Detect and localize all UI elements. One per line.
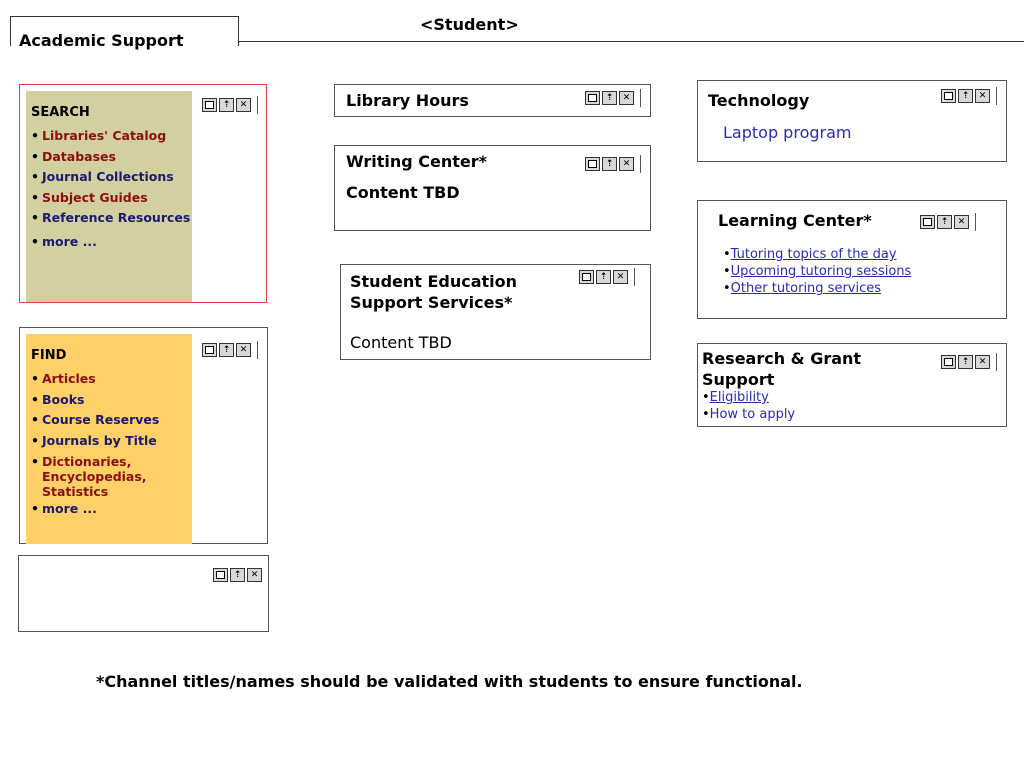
close-icon[interactable]: ✕: [975, 355, 990, 369]
minimize-icon[interactable]: [202, 98, 217, 112]
toolbar-separator: [257, 341, 258, 359]
toolbar-separator: [996, 353, 997, 371]
library-hours-title: Library Hours: [346, 91, 469, 110]
minimize-icon[interactable]: [941, 89, 956, 103]
find-list: FIND Articles Books Course Reserves Jour…: [28, 336, 193, 520]
find-dictionaries-link[interactable]: Dictionaries, Encyclopedias, Statistics: [31, 451, 193, 499]
writing-center-window-controls: ⇡ ✕: [585, 155, 641, 173]
minimize-icon[interactable]: [941, 355, 956, 369]
how-to-apply-link[interactable]: How to apply: [709, 407, 796, 422]
research-title: Research & Grant Support: [702, 349, 862, 389]
restore-icon[interactable]: ⇡: [602, 157, 617, 171]
toolbar-separator: [640, 155, 641, 173]
restore-icon[interactable]: ⇡: [219, 343, 234, 357]
role-label: <Student>: [420, 15, 519, 34]
minimize-icon[interactable]: [920, 215, 935, 229]
restore-icon[interactable]: ⇡: [219, 98, 234, 112]
sess-channel: Student Education Support Services* Cont…: [340, 264, 651, 360]
tab-divider: [239, 41, 1024, 42]
upcoming-sessions-link[interactable]: Upcoming tutoring sessions: [730, 264, 912, 279]
close-icon[interactable]: ✕: [613, 270, 628, 284]
close-icon[interactable]: ✕: [236, 343, 251, 357]
close-icon[interactable]: ✕: [619, 91, 634, 105]
empty-channel: ⇡ ✕: [18, 555, 269, 632]
writing-center-title: Writing Center*: [346, 152, 488, 171]
find-books-link[interactable]: Books: [31, 390, 193, 411]
toolbar-separator: [268, 566, 269, 584]
technology-channel: Technology Laptop program ⇡ ✕: [697, 80, 1007, 162]
search-subject-guides-link[interactable]: Subject Guides: [31, 188, 193, 209]
restore-icon[interactable]: ⇡: [602, 91, 617, 105]
list-item: Tutoring topics of the day: [723, 246, 911, 263]
toolbar-separator: [634, 268, 635, 286]
list-item: Eligibility: [702, 389, 795, 406]
find-heading: FIND: [31, 348, 67, 363]
toolbar-separator: [640, 89, 641, 107]
close-icon[interactable]: ✕: [619, 157, 634, 171]
toolbar-separator: [996, 87, 997, 105]
restore-icon[interactable]: ⇡: [937, 215, 952, 229]
close-icon[interactable]: ✕: [247, 568, 262, 582]
research-channel: Research & Grant Support Eligibility How…: [697, 343, 1007, 427]
learning-center-title: Learning Center*: [718, 211, 872, 230]
restore-icon[interactable]: ⇡: [958, 89, 973, 103]
find-more-link[interactable]: more ...: [31, 499, 193, 520]
toolbar-separator: [257, 96, 258, 114]
sess-title: Student Education Support Services*: [350, 272, 518, 312]
laptop-program-link[interactable]: Laptop program: [723, 123, 852, 142]
learning-center-channel: Learning Center* Tutoring topics of the …: [697, 200, 1007, 319]
restore-icon[interactable]: ⇡: [958, 355, 973, 369]
list-item: How to apply: [702, 406, 795, 423]
search-reference-resources-link[interactable]: Reference Resources: [31, 208, 193, 229]
sess-content: Content TBD: [350, 333, 452, 352]
technology-title: Technology: [708, 91, 810, 110]
minimize-icon[interactable]: [202, 343, 217, 357]
other-services-link[interactable]: Other tutoring services: [730, 281, 882, 296]
find-articles-link[interactable]: Articles: [31, 369, 193, 390]
sess-window-controls: ⇡ ✕: [579, 268, 635, 286]
learning-center-list: Tutoring topics of the day Upcoming tuto…: [723, 246, 912, 297]
list-item: Other tutoring services: [723, 280, 911, 297]
search-heading: SEARCH: [31, 105, 90, 120]
library-hours-window-controls: ⇡ ✕: [585, 89, 641, 107]
research-window-controls: ⇡ ✕: [941, 353, 997, 371]
search-more-link[interactable]: more ...: [31, 232, 193, 253]
empty-window-controls: ⇡ ✕: [213, 566, 269, 584]
search-window-controls: ⇡ ✕: [202, 96, 258, 114]
tab-academic-support[interactable]: Academic Support: [10, 16, 239, 50]
search-journal-collections-link[interactable]: Journal Collections: [31, 167, 193, 188]
writing-center-channel: Writing Center* Content TBD ⇡ ✕: [334, 145, 651, 231]
minimize-icon[interactable]: [585, 157, 600, 171]
search-channel: SEARCH Libraries' Catalog Databases Jour…: [19, 84, 267, 303]
footnote: *Channel titles/names should be validate…: [96, 672, 803, 691]
technology-window-controls: ⇡ ✕: [941, 87, 997, 105]
find-course-reserves-link[interactable]: Course Reserves: [31, 410, 193, 431]
search-libraries-catalog-link[interactable]: Libraries' Catalog: [31, 126, 193, 147]
list-item: Upcoming tutoring sessions: [723, 263, 912, 280]
search-databases-link[interactable]: Databases: [31, 147, 193, 168]
search-list: SEARCH Libraries' Catalog Databases Jour…: [28, 93, 193, 252]
minimize-icon[interactable]: [213, 568, 228, 582]
restore-icon[interactable]: ⇡: [596, 270, 611, 284]
find-journals-by-title-link[interactable]: Journals by Title: [31, 431, 193, 452]
eligibility-link[interactable]: Eligibility: [709, 390, 769, 405]
learning-center-window-controls: ⇡ ✕: [920, 213, 976, 231]
library-hours-channel: Library Hours ⇡ ✕: [334, 84, 651, 117]
writing-center-content: Content TBD: [346, 183, 460, 202]
restore-icon[interactable]: ⇡: [230, 568, 245, 582]
research-list: Eligibility How to apply: [702, 389, 795, 423]
close-icon[interactable]: ✕: [975, 89, 990, 103]
tab-label: Academic Support: [19, 31, 184, 50]
minimize-icon[interactable]: [579, 270, 594, 284]
minimize-icon[interactable]: [585, 91, 600, 105]
find-window-controls: ⇡ ✕: [202, 341, 258, 359]
close-icon[interactable]: ✕: [236, 98, 251, 112]
tutoring-topics-link[interactable]: Tutoring topics of the day: [730, 247, 897, 262]
close-icon[interactable]: ✕: [954, 215, 969, 229]
toolbar-separator: [975, 213, 976, 231]
find-channel: FIND Articles Books Course Reserves Jour…: [19, 327, 268, 544]
